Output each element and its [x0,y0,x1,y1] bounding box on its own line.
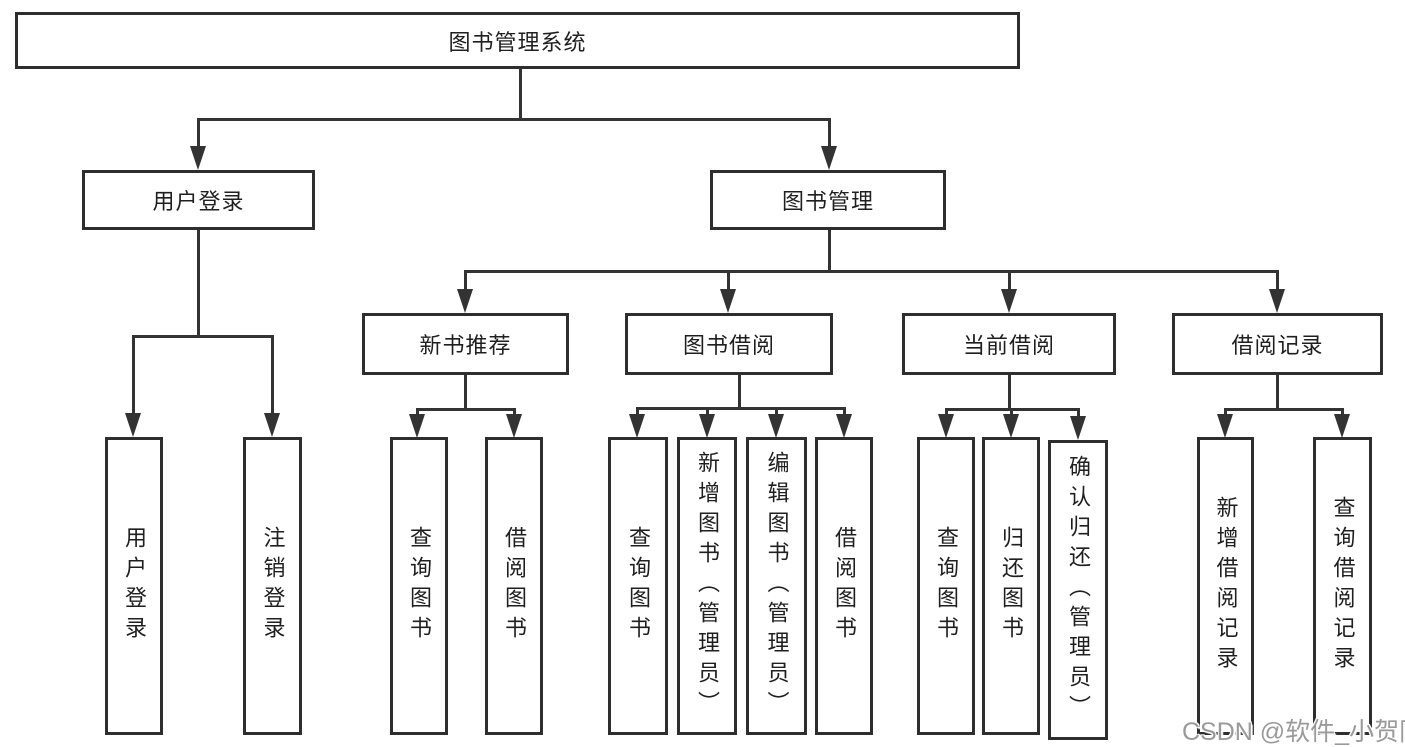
arrowhead-icon [1070,416,1086,440]
connector-line [1224,408,1343,411]
leaf-label: 查询图书 [407,526,432,646]
node-label: 图书借阅 [682,333,775,358]
connector-line [828,118,831,148]
connector-line [464,270,467,292]
arrowhead-icon [1217,414,1233,438]
leaf-label: 注销登录 [260,526,286,646]
connector-line [519,68,522,118]
connector-line [1010,408,1013,416]
arrowhead-icon [1003,414,1019,438]
connector-line [132,335,274,338]
leaf-label: 借阅图书 [832,526,857,646]
leaf-borrow-book: 借阅图书 [815,437,873,735]
connector-line [843,407,846,416]
leaf-label: 用户登录 [122,526,147,646]
node-root-system: 图书管理系统 [15,12,1020,69]
arrowhead-icon [264,413,280,437]
connector-line [1224,408,1227,416]
leaf-edit-book-admin: 编辑图书（管理员） [746,437,807,735]
arrowhead-icon [506,414,522,438]
leaf-label: 新增借阅记录 [1213,496,1239,676]
connector-line [1341,408,1344,416]
leaf-logout: 注销登录 [243,437,302,735]
arrowhead-icon [629,414,645,438]
arrowhead-icon [836,414,852,438]
node-current-borrow: 当前借阅 [902,313,1116,375]
leaf-query-book-borrow: 查询图书 [608,437,668,735]
leaf-label: 借阅图书 [502,526,527,646]
node-label: 图书管理系统 [448,29,587,55]
connector-line [1276,375,1279,408]
connector-line [416,408,419,416]
connector-line [197,230,200,335]
connector-line [1276,270,1279,292]
node-user-login: 用户登录 [82,170,315,230]
arrowhead-icon [720,289,736,313]
connector-line [1008,375,1011,408]
leaf-label: 查询图书 [934,526,959,646]
leaf-query-book-current: 查询图书 [917,437,975,735]
node-label: 图书管理 [781,189,874,214]
leaf-add-borrow-record: 新增借阅记录 [1197,437,1254,735]
node-label: 当前借阅 [962,333,1055,358]
arrowhead-icon [1334,414,1350,438]
node-book-management: 图书管理 [710,170,946,230]
connector-line [1077,408,1080,416]
connector-line [775,407,778,416]
connector-line [197,118,200,148]
leaf-label: 编辑图书（管理员） [764,451,790,721]
node-book-borrow: 图书借阅 [625,313,833,375]
arrowhead-icon [699,414,715,438]
arrowhead-icon [1001,289,1017,313]
connector-line [738,375,741,408]
leaf-confirm-return-admin: 确认归还（管理员） [1048,440,1108,740]
node-label: 新书推荐 [419,333,512,358]
connector-line [513,408,516,416]
connector-line [464,375,467,408]
connector-line [464,270,1279,273]
leaf-return-book: 归还图书 [982,437,1040,735]
arrowhead-icon [768,414,784,438]
node-label: 借阅记录 [1231,333,1324,358]
leaf-user-login: 用户登录 [105,437,163,735]
connector-line [416,408,515,411]
connector-line [636,407,845,410]
leaf-query-book-recommend: 查询图书 [390,437,448,735]
leaf-add-book-admin: 新增图书（管理员） [677,437,737,735]
connector-line [132,335,135,415]
node-label: 用户登录 [152,189,245,214]
arrowhead-icon [409,414,425,438]
arrowhead-icon [938,414,954,438]
node-borrow-record: 借阅记录 [1172,313,1383,375]
arrowhead-icon [190,146,206,170]
arrowhead-icon [125,413,141,437]
connector-line [706,407,709,416]
watermark: CSDN @软件_小贺同学 [1182,718,1405,746]
connector-line [945,408,948,416]
leaf-query-borrow-record: 查询借阅记录 [1313,437,1372,735]
arrowhead-icon [1269,289,1285,313]
connector-line [828,230,831,270]
connector-line [636,407,639,416]
node-new-book-recommend: 新书推荐 [362,313,569,375]
connector-line [271,335,274,415]
leaf-label: 查询图书 [626,526,651,646]
leaf-label: 查询借阅记录 [1330,496,1356,676]
connector-line [727,270,730,292]
leaf-label: 归还图书 [999,526,1024,646]
leaf-label: 新增图书（管理员） [695,451,720,721]
arrowhead-icon [457,289,473,313]
connector-line [197,118,831,121]
leaf-label: 确认归还（管理员） [1066,455,1091,725]
arrowhead-icon [821,146,837,170]
connector-line [1008,270,1011,292]
leaf-borrow-book-recommend: 借阅图书 [485,437,543,735]
